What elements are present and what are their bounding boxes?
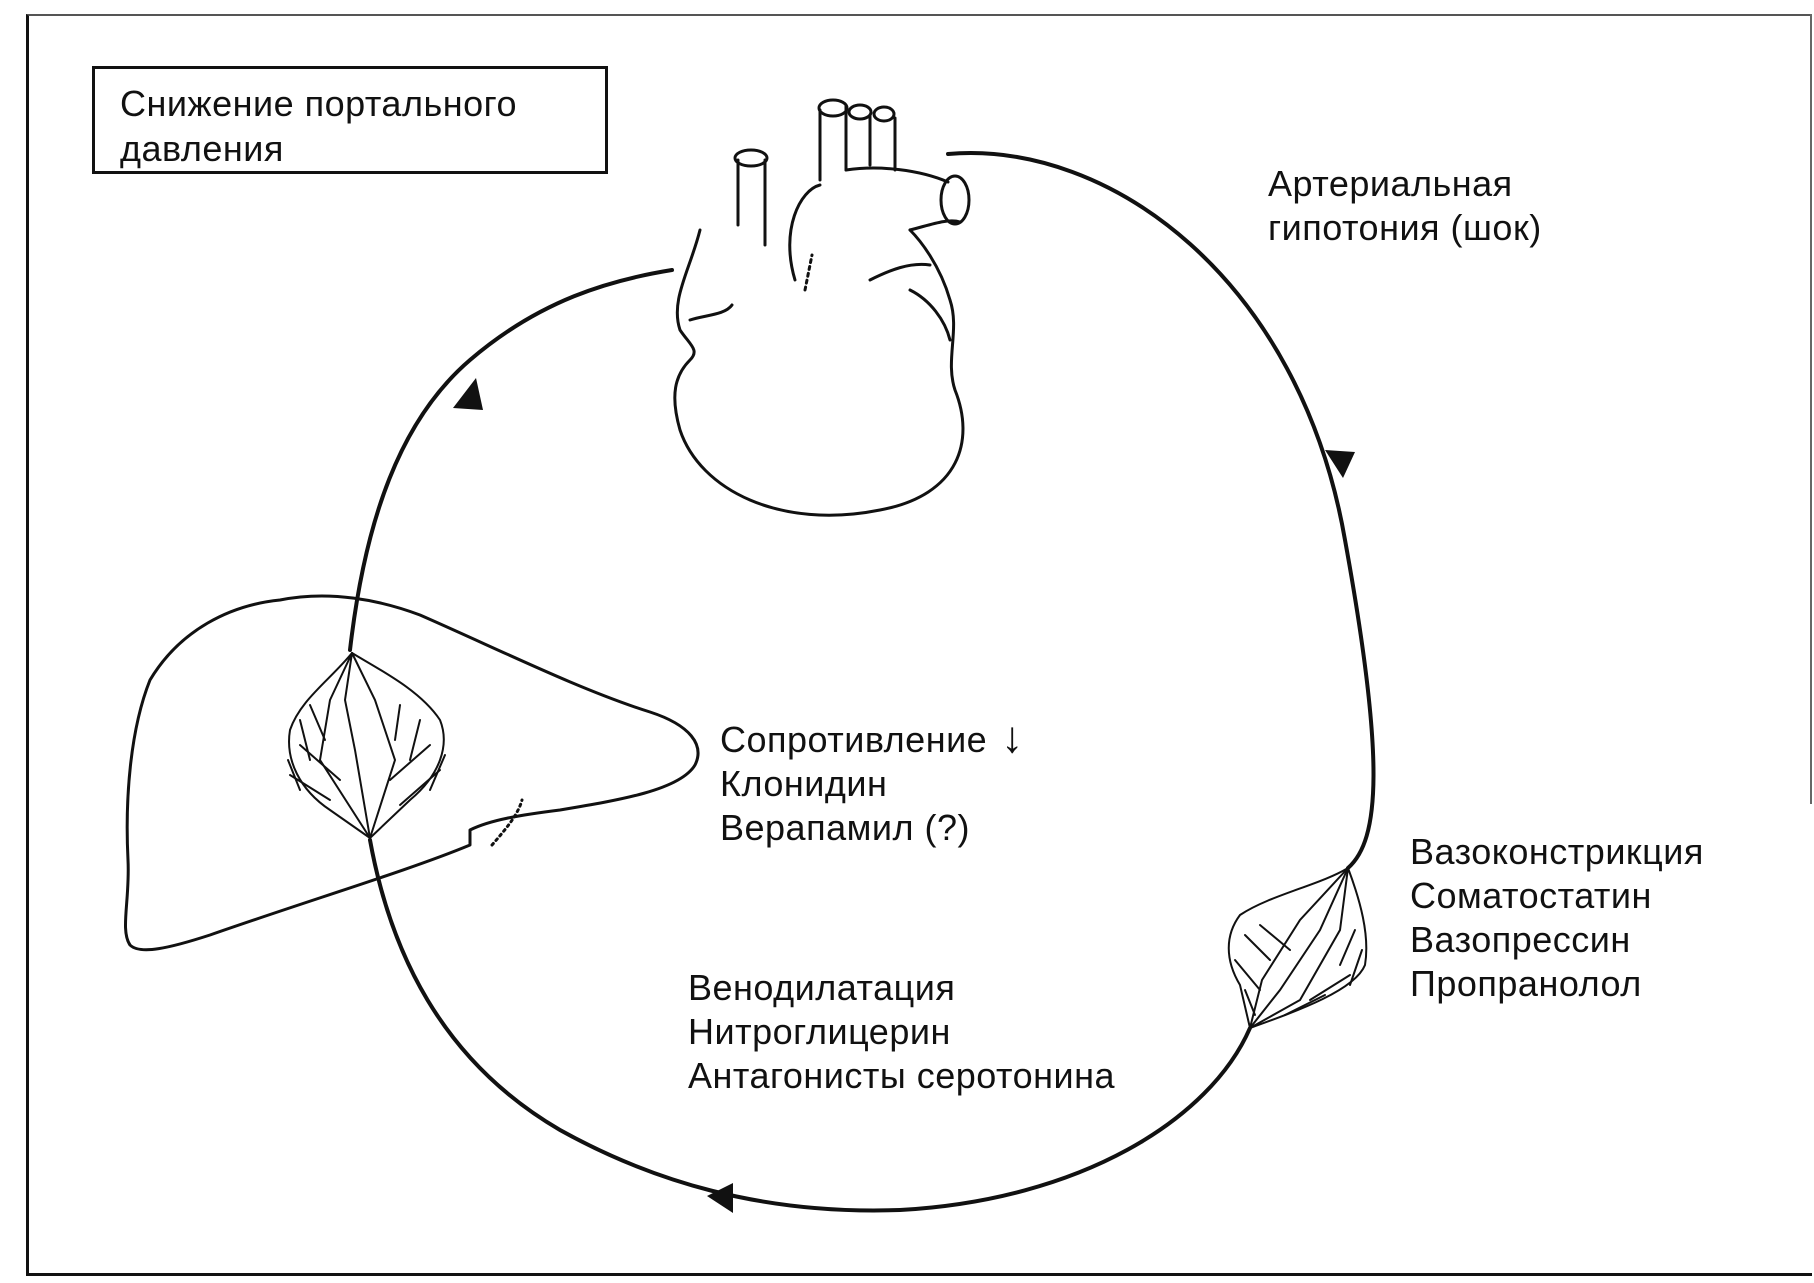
figure-frame-right-edge [1810,14,1812,804]
label-resistance: Сопротивление ↓ Клонидин Верапамил (?) [720,716,1024,850]
vasoconstriction-line-1: Вазоконстрикция [1410,831,1704,872]
arterial-path [946,151,1376,870]
capillary-bed-liver-icon [287,652,446,839]
venodilation-line-3: Антагонисты серотонина [688,1055,1115,1096]
resistance-line-2: Клонидин [720,763,888,804]
hypotension-line-1: Артериальная [1268,163,1513,204]
flow-arrows [453,378,1355,1213]
title-line-2: давления [120,128,284,169]
label-venodilation: Венодилатация Нитроглицерин Антагонисты … [688,966,1115,1098]
heart-drawing-icon [673,98,971,517]
liver-drawing-icon [124,594,700,952]
vasoconstriction-line-4: Пропранолол [1410,963,1642,1004]
venous-return-path [348,268,674,652]
vasoconstriction-line-3: Вазопрессин [1410,919,1631,960]
resistance-text: Сопротивление [720,719,988,760]
resistance-line-1: Сопротивление ↓ [720,716,1024,762]
label-hypotension: Артериальная гипотония (шок) [1268,162,1542,250]
hypotension-line-2: гипотония (шок) [1268,207,1542,248]
title-box: Снижение портального давления [92,66,608,174]
venodilation-line-1: Венодилатация [688,967,956,1008]
title-line-1: Снижение портального [120,83,517,124]
flow-arrow-left-icon [707,1183,733,1213]
flow-arrow-down-icon [1325,450,1355,478]
venodilation-line-2: Нитроглицерин [688,1011,951,1052]
figure-frame [26,14,1812,1276]
arrow-down-icon: ↓ [1001,713,1024,762]
capillary-bed-splanchnic-icon [1227,867,1368,1029]
vasoconstriction-line-2: Соматостатин [1410,875,1652,916]
flow-arrow-up-icon [453,378,483,410]
label-vasoconstriction: Вазоконстрикция Соматостатин Вазопрессин… [1410,830,1704,1006]
resistance-line-3: Верапамил (?) [720,807,970,848]
